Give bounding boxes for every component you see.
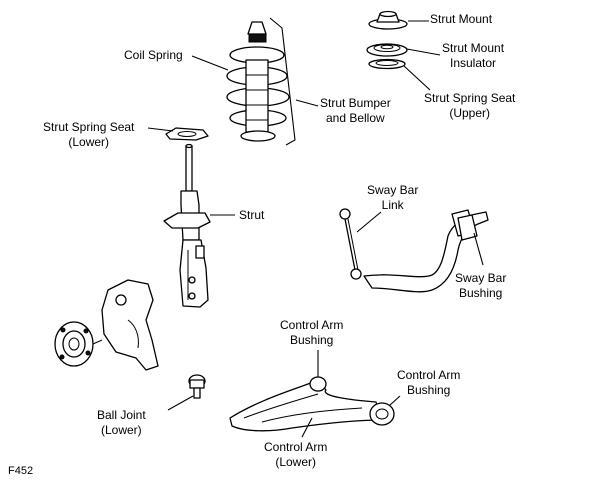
sway-bar-link-part [339, 208, 362, 280]
strut-part [163, 143, 211, 308]
label-ball-joint-lower: Ball Joint (Lower) [97, 408, 146, 437]
leader-lines [147, 17, 484, 438]
control-arm-part [229, 376, 395, 432]
sway-bar-part [363, 209, 489, 293]
label-strut-mount-insulator: Strut Mount Insulator [442, 41, 505, 70]
label-coil-spring: Coil Spring [124, 48, 183, 62]
label-strut-mount: Strut Mount [430, 12, 493, 26]
label-strut-spring-seat-upper: Strut Spring Seat (Upper) [424, 91, 516, 120]
figure-code: F452 [8, 465, 34, 477]
steering-knuckle-part [101, 279, 159, 371]
label-strut-bumper-and-bellow: Strut Bumper and Bellow [320, 96, 391, 125]
label-control-arm-lower: Control Arm (Lower) [264, 440, 328, 469]
strut-spring-seat-lower-part [165, 127, 209, 141]
coil-spring-part [226, 46, 290, 142]
label-sway-bar-bushing: Sway Bar Bushing [455, 271, 507, 300]
label-strut: Strut [239, 208, 265, 222]
wheel-hub-part [54, 321, 103, 367]
label-strut-spring-seat-lower: Strut Spring Seat (Lower) [43, 120, 135, 149]
label-control-arm-bushing-upper: Control Arm Bushing [280, 318, 344, 347]
ball-joint-part [188, 374, 206, 399]
strut-mount-part [368, 10, 408, 30]
strut-spring-seat-upper-part [368, 58, 406, 70]
label-sway-bar-link: Sway Bar Link [367, 183, 419, 212]
label-control-arm-bushing-right: Control Arm Bushing [397, 368, 461, 397]
strut-mount-insulator-part [366, 43, 408, 57]
strut-bumper-part [247, 21, 267, 43]
